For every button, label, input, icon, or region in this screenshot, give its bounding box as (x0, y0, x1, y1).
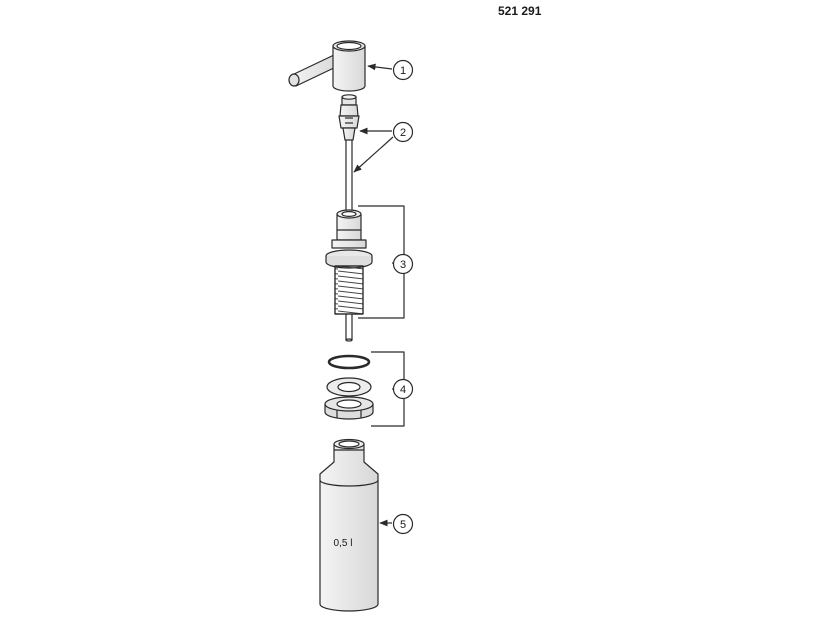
callout-5-label: 5 (400, 519, 406, 531)
bottle-volume-label: 0,5 l (334, 538, 353, 549)
threaded-housing-part (325, 209, 373, 342)
callout-2-label: 2 (400, 127, 406, 139)
mounting-set-part (324, 354, 374, 420)
pump-insert-part (338, 94, 360, 210)
callout-3-label: 3 (400, 259, 406, 271)
callout-circles (392, 59, 414, 535)
callout-4-label: 4 (400, 384, 406, 396)
callout-1-label: 1 (400, 65, 406, 77)
bottle-part (319, 438, 379, 612)
article-number: 521 291 (498, 4, 542, 18)
dispenser-head-part (288, 40, 366, 92)
